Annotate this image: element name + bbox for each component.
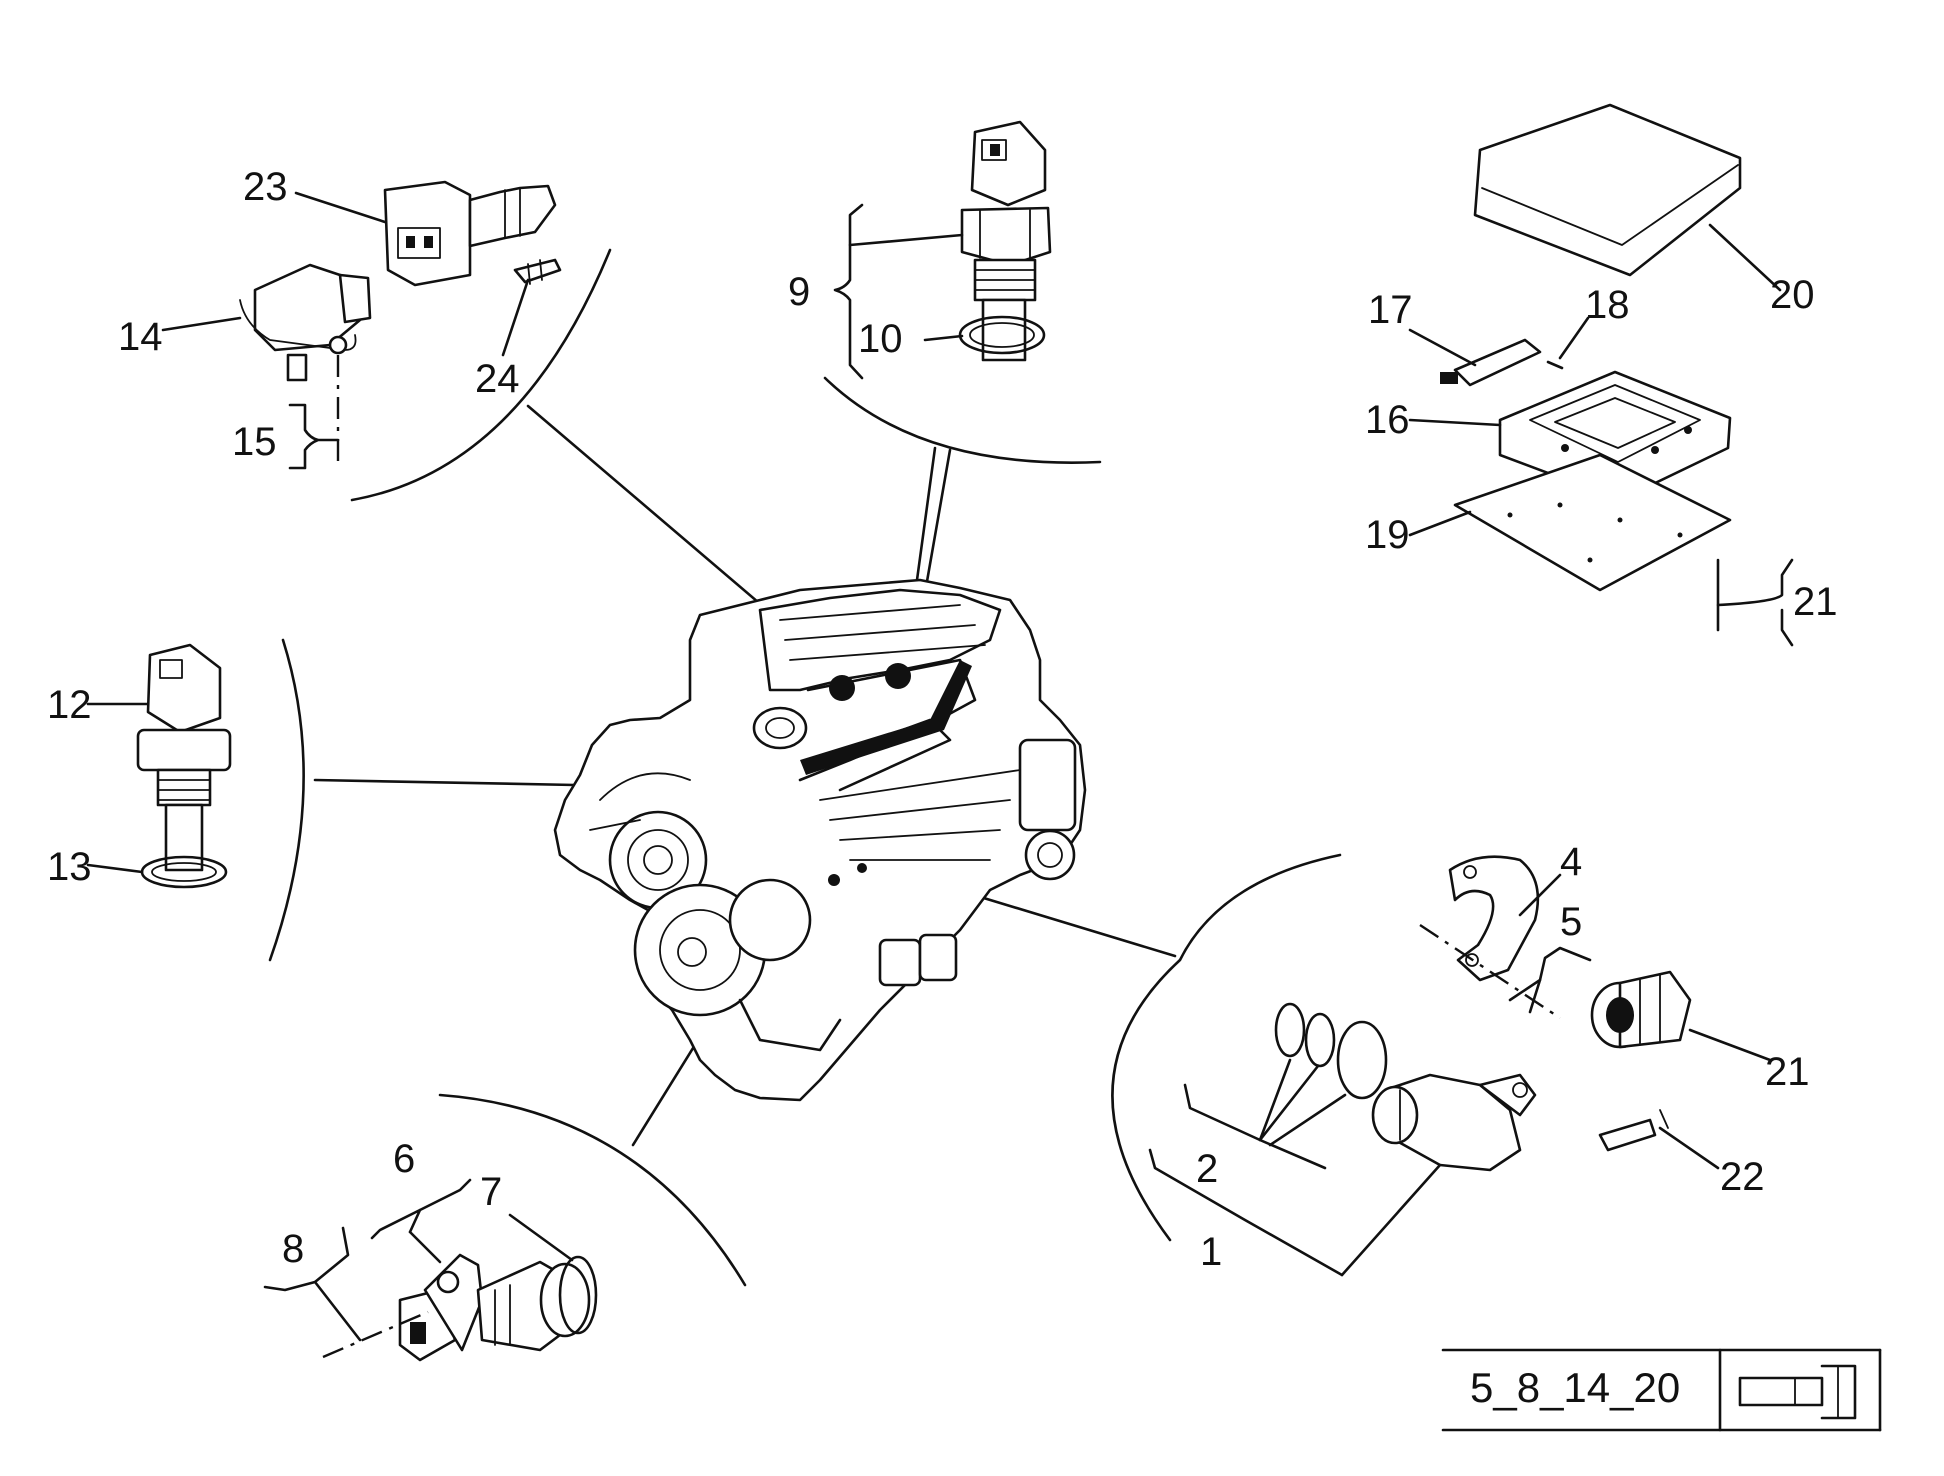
part-2-seal-rings <box>1274 1002 1388 1100</box>
callout-10: 10 <box>858 317 903 361</box>
callout-13: 14 <box>118 315 163 359</box>
part-17-pin <box>1546 360 1564 370</box>
callout-24: 24 <box>475 357 520 401</box>
part-21-connector <box>1590 970 1692 1049</box>
callout-6: 6 <box>393 1137 415 1181</box>
callout-17: 18 <box>1585 283 1630 327</box>
engine-assembly <box>553 578 1087 1102</box>
callout-19: 20 <box>1770 273 1815 317</box>
callout-2: 2 <box>1196 1147 1218 1191</box>
part-23-connector <box>383 180 557 287</box>
part-24-terminal <box>513 258 562 285</box>
callout-22: 22 <box>1720 1155 1765 1199</box>
part-15-ecu <box>1498 370 1732 502</box>
callout-7: 7 <box>480 1170 502 1214</box>
callout-11: 12 <box>47 683 92 727</box>
part-4-bracket <box>1419 855 1561 1019</box>
callout-5: 5 <box>1560 900 1582 944</box>
callout-8: 8 <box>282 1227 304 1271</box>
part-7-o-ring <box>558 1255 598 1335</box>
part-13-pressure-sensor <box>239 263 372 465</box>
part-18-gasket <box>1453 453 1732 632</box>
callout-labels: 23 14 24 15 9 10 12 13 20 17 18 16 19 21… <box>47 165 1838 1274</box>
callout-14: 15 <box>232 420 277 464</box>
callout-18: 19 <box>1365 513 1410 557</box>
callout-23: 23 <box>243 165 288 209</box>
callout-leaders <box>86 191 1794 1342</box>
part-6-speed-sensor <box>398 1253 591 1362</box>
callout-4: 4 <box>1560 840 1582 884</box>
part-8-screw-axis <box>322 1310 429 1359</box>
part-22-terminal <box>1598 1109 1669 1152</box>
part-11-temperature-sensor <box>136 643 232 889</box>
reference-code: 5_8_14_20 <box>1470 1364 1680 1411</box>
part-1-speed-sensor <box>1371 1073 1537 1172</box>
callout-1: 1 <box>1200 1230 1222 1274</box>
callout-16: 17 <box>1368 288 1413 332</box>
callout-15: 16 <box>1365 398 1410 442</box>
bolt-icon <box>1738 1364 1857 1420</box>
part-9-temperature-sensor <box>958 120 1052 362</box>
callout-9: 9 <box>788 270 810 314</box>
callout-12: 13 <box>47 845 92 889</box>
callout-21c: 21 <box>1765 1050 1810 1094</box>
part-19-ecu-cover <box>1473 103 1742 277</box>
part-16-connector <box>1440 338 1542 387</box>
reference-box: 5_8_14_20 <box>1441 1348 1882 1432</box>
callout-20: 21 <box>1793 580 1838 624</box>
